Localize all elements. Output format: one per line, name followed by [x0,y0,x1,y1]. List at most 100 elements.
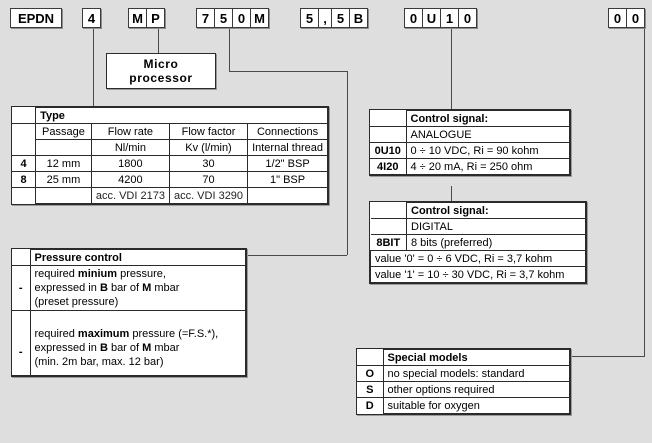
code-cell-flow-code-1[interactable]: 5 [214,8,233,28]
digital-title-row: Control signal: [370,202,586,219]
type-header-passage: Passage [35,123,92,140]
type-footnote-flow-rate: acc. VDI 2173 [90,187,170,204]
code-cell-special-models-code-0[interactable]: 0 [608,8,627,28]
type-row-1-flow-rate: 4200 [90,171,170,188]
special-models-row-0-code: O [357,365,384,382]
code-cell-flow-code-0[interactable]: 7 [196,8,215,28]
pressure-control-title: Pressure control [29,249,246,266]
table-row: O no special models: standard [357,365,570,382]
analogue-title: Control signal: [405,110,570,127]
table-row: 8BIT 8 bits (preferred) [370,234,586,251]
type-units-connections: Internal thread [247,139,328,156]
type-row-1-passage: 25 mm [35,171,92,188]
digital-full-row-1: value '1' = 10 ÷ 30 VDC, Ri = 3,7 kohm [370,266,586,283]
type-row-1-connections: 1" BSP [247,171,328,188]
type-table-header-row: Passage Flow rate Flow factor Connection… [12,123,328,140]
analogue-subtitle-spacer [370,126,407,143]
code-cell-special-models-code-1[interactable]: 0 [626,8,645,28]
type-table-corner [12,107,37,124]
type-row-0-flow-factor: 30 [168,155,249,172]
type-row-1-flow-factor: 70 [168,171,249,188]
type-header-flow-rate: Flow rate [90,123,170,140]
code-group-passage-code[interactable]: 4 [82,8,101,28]
pressure-entry-1-marker: - [12,310,31,376]
digital-subtitle-spacer [370,218,407,235]
table-row: value '1' = 10 ÷ 30 VDC, Ri = 3,7 kohm [370,266,586,283]
type-footnote-flow-factor: acc. VDI 3290 [168,187,249,204]
digital-row-0-desc: 8 bits (preferred) [406,234,586,251]
code-cell-pressure-code-1[interactable]: , [318,8,332,28]
code-cell-pressure-code-0[interactable]: 5 [300,8,319,28]
code-cell-microprocessor-code-1[interactable]: P [146,8,165,28]
special-models-title: Special models [382,349,570,366]
pressure-entry-0-line-0: required minium pressure, [34,268,166,280]
control-signal-digital-panel: Control signal: DIGITAL 8BIT 8 bits (pre… [369,201,587,284]
pressure-entry-1-line-1: expressed in B bar of M mbar [34,342,180,354]
type-table-header-spacer [12,123,37,140]
special-models-title-row: Special models [357,349,570,366]
table-row: 4 12 mm 1800 30 1/2" BSP [12,155,328,172]
type-row-1-code: 8 [12,171,37,188]
digital-subtitle-row: DIGITAL [370,218,586,235]
pressure-entry-0-marker: - [12,265,31,311]
table-row: D suitable for oxygen [357,397,570,414]
type-row-0-flow-rate: 1800 [90,155,170,172]
type-units-flow-rate: Nl/min [90,139,170,156]
type-table-title: Type [35,107,328,124]
pressure-control-corner [12,249,31,266]
connector-passage [93,29,94,107]
code-cell-model-prefix-0[interactable]: EPDN [10,8,62,28]
code-cell-control-signal-code-0[interactable]: 0 [404,8,423,28]
type-footnote-connections [247,187,328,204]
type-units-spacer [12,139,37,156]
pressure-entry-0-text: required minium pressure, expressed in B … [29,265,246,311]
type-table-panel: Type Passage Flow rate Flow factor Conne… [11,106,329,205]
code-cell-pressure-code-2[interactable]: 5 [331,8,350,28]
pressure-entry-0-line-2: (preset pressure) [34,296,119,308]
type-table: Type Passage Flow rate Flow factor Conne… [12,107,328,204]
code-cell-flow-code-3[interactable]: M [250,8,269,28]
code-cell-microprocessor-code-0[interactable]: M [128,8,147,28]
special-models-table: Special models O no special models: stan… [357,349,570,414]
control-signal-analogue-panel: Control signal: ANALOGUE 0U10 0 ÷ 10 VDC… [369,109,571,176]
type-units-flow-factor: Kv (l/min) [168,139,249,156]
digital-corner [370,202,407,219]
code-cell-flow-code-2[interactable]: 0 [232,8,251,28]
type-header-connections: Connections [247,123,328,140]
code-cell-control-signal-code-1[interactable]: U [422,8,441,28]
code-cell-control-signal-code-3[interactable]: 0 [458,8,477,28]
pressure-control-panel: Pressure control - required minium press… [11,248,247,377]
analogue-subtitle-row: ANALOGUE [370,126,570,143]
table-row: - required minium pressure, expressed in … [12,265,246,311]
control-signal-digital-table: Control signal: DIGITAL 8BIT 8 bits (pre… [370,202,586,283]
digital-subtitle: DIGITAL [406,218,586,235]
pressure-entry-0-line-1: expressed in B bar of M mbar [34,282,180,294]
type-table-footnote-row: acc. VDI 2173 acc. VDI 3290 [12,187,328,204]
special-models-row-1-desc: other options required [382,381,570,398]
table-row: - required maximum pressure (=F.S.*),exp… [12,310,246,376]
digital-full-row-0: value '0' = 0 ÷ 6 VDC, Ri = 3,7 kohm [370,250,586,267]
digital-title: Control signal: [406,202,586,219]
type-header-flow-factor: Flow factor [168,123,249,140]
code-cell-control-signal-code-2[interactable]: 1 [440,8,459,28]
type-units-passage [35,139,92,156]
control-signal-analogue-table: Control signal: ANALOGUE 0U10 0 ÷ 10 VDC… [370,110,570,175]
analogue-row-0-desc: 0 ÷ 10 VDC, Ri = 90 kohm [405,142,570,159]
code-group-model-prefix[interactable]: EPDN [10,8,62,28]
type-table-units-row: Nl/min Kv (l/min) Internal thread [12,139,328,156]
analogue-title-row: Control signal: [370,110,570,127]
pressure-entry-1-text: required maximum pressure (=F.S.*),expre… [29,310,246,376]
code-cell-pressure-code-3[interactable]: B [349,8,368,28]
analogue-row-0-code: 0U10 [370,142,407,159]
connector-flow-vert-a [229,29,230,71]
connector-pressure-vert [347,107,348,255]
code-cell-passage-code-0[interactable]: 4 [82,8,101,28]
pressure-control-title-row: Pressure control [12,249,246,266]
analogue-row-1-desc: 4 ÷ 20 mA, Ri = 250 ohm [405,158,570,175]
